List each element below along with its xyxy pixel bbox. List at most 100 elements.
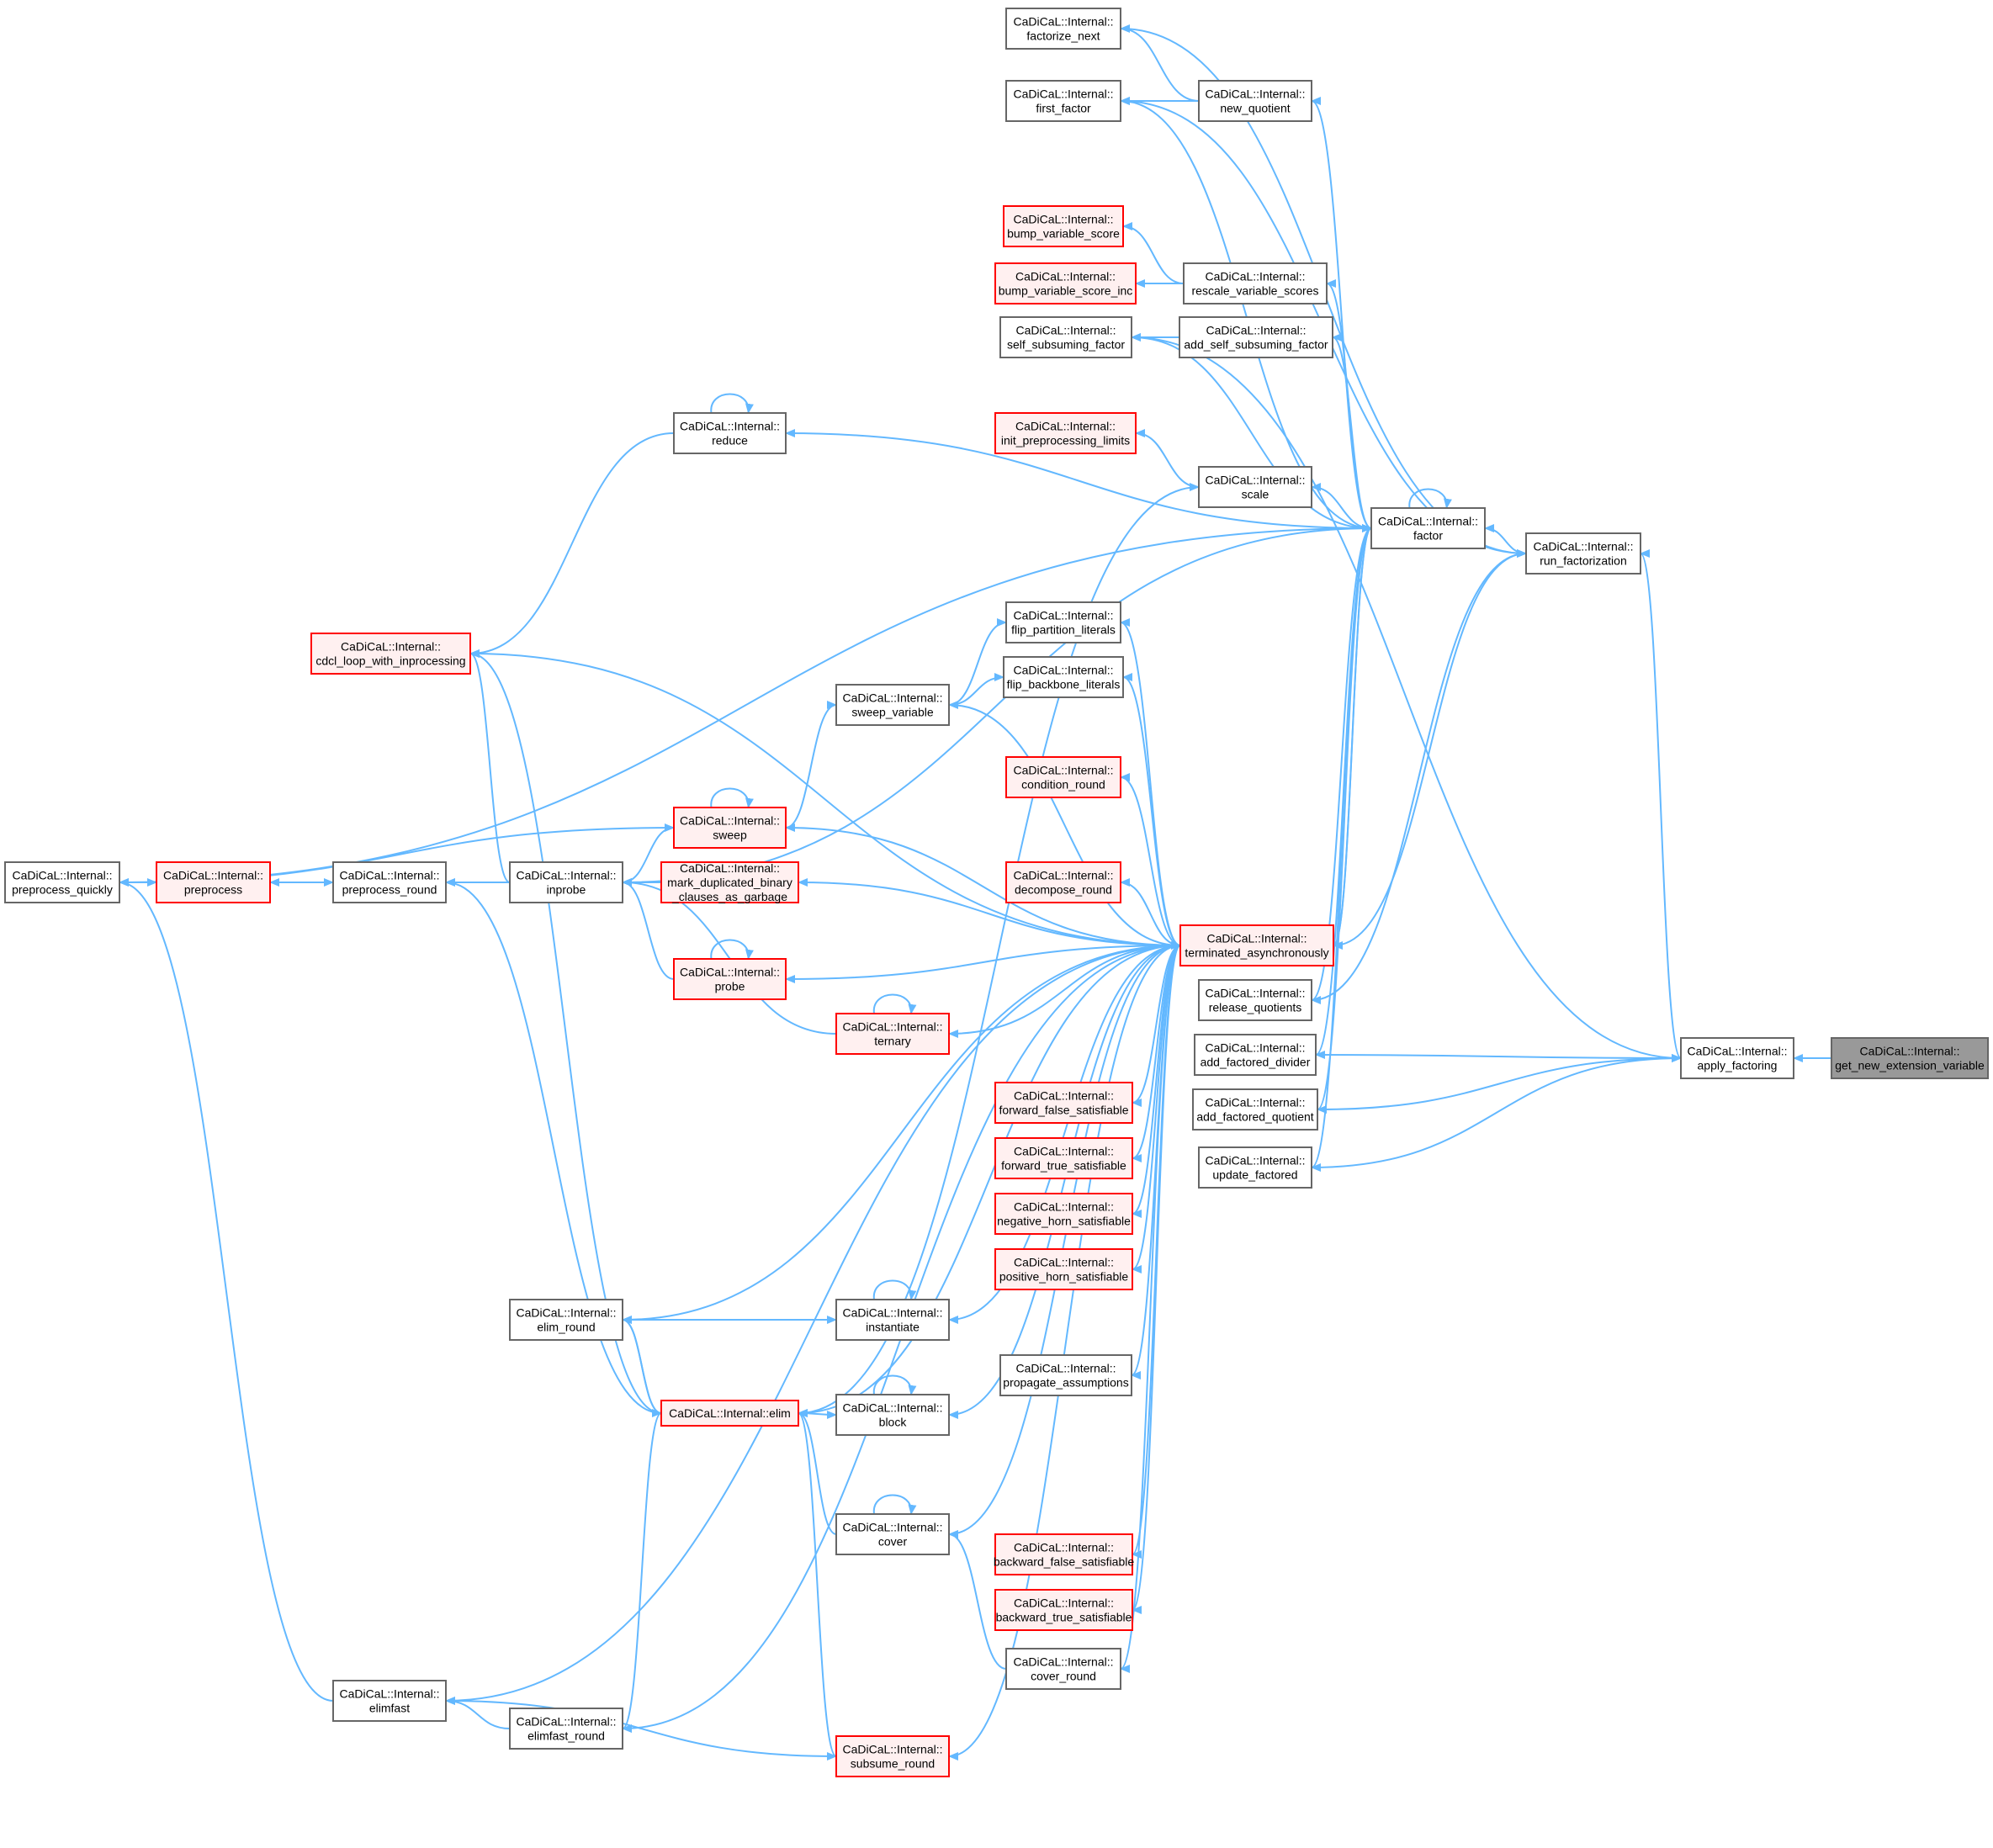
node-rescale-variable-scores[interactable]: CaDiCaL::Internal::rescale_variable_scor… (1183, 262, 1328, 304)
node-label: CaDiCaL::Internal:: (1687, 1045, 1787, 1058)
node-first-factor[interactable]: CaDiCaL::Internal::first_factor (1005, 80, 1121, 122)
node-box (994, 1248, 1133, 1290)
node-box (1005, 861, 1121, 903)
node-init-preprocessing-limits[interactable]: CaDiCaL::Internal::init_preprocessing_li… (994, 412, 1137, 454)
node-label: add_self_subsuming_factor (1184, 338, 1328, 352)
node-elim[interactable]: CaDiCaL::Internal::elim (660, 1400, 799, 1427)
node-box (835, 1513, 950, 1555)
node-forward-false[interactable]: CaDiCaL::Internal::forward_false_satisfi… (994, 1082, 1133, 1124)
edge-release_quotients-to-run_factorization (1311, 549, 1527, 1001)
node-ternary[interactable]: CaDiCaL::Internal::ternary (835, 1013, 950, 1055)
node-release-quotients[interactable]: CaDiCaL::Internal::release_quotients (1198, 979, 1312, 1021)
edge-terminated_async-to-block (948, 945, 1181, 1419)
node-label: backward_true_satisfiable (996, 1611, 1132, 1624)
edge-elim-to-cdcl_loop (469, 649, 662, 1414)
node-elim-round[interactable]: CaDiCaL::Internal::elim_round (509, 1299, 623, 1341)
node-label: CaDiCaL::Internal:: (680, 814, 780, 828)
node-label: add_factored_quotient (1196, 1110, 1313, 1124)
node-backward-false[interactable]: CaDiCaL::Internal::backward_false_satisf… (994, 1533, 1135, 1575)
node-box (994, 1193, 1133, 1235)
node-backward-true[interactable]: CaDiCaL::Internal::backward_true_satisfi… (994, 1589, 1133, 1631)
node-reduce[interactable]: CaDiCaL::Internal::reduce (673, 412, 787, 454)
node-preprocess-round[interactable]: CaDiCaL::Internal::preprocess_round (332, 861, 447, 903)
node-label: update_factored (1212, 1168, 1297, 1182)
node-label: CaDiCaL::Internal:: (1013, 664, 1113, 677)
node-box (332, 1680, 447, 1722)
node-elimfast[interactable]: CaDiCaL::Internal::elimfast (332, 1680, 447, 1722)
node-flip-backbone[interactable]: CaDiCaL::Internal::flip_backbone_literal… (1003, 656, 1124, 698)
node-box (1198, 466, 1312, 508)
node-cdcl-loop[interactable]: CaDiCaL::Internal::cdcl_loop_with_inproc… (310, 633, 471, 675)
node-cover[interactable]: CaDiCaL::Internal::cover (835, 1513, 950, 1555)
node-elimfast-round[interactable]: CaDiCaL::Internal::elimfast_round (509, 1708, 623, 1750)
edge-sweep-to-sweep (710, 787, 754, 808)
edge-block-to-block (872, 1374, 917, 1395)
node-bump-variable-score[interactable]: CaDiCaL::Internal::bump_variable_score (1003, 205, 1124, 247)
node-sweep[interactable]: CaDiCaL::Internal::sweep (673, 807, 787, 849)
node-inprobe[interactable]: CaDiCaL::Internal::inprobe (509, 861, 623, 903)
node-label: self_subsuming_factor (1007, 338, 1125, 352)
node-label: CaDiCaL::Internal:: (1205, 987, 1305, 1000)
node-forward-true[interactable]: CaDiCaL::Internal::forward_true_satisfia… (994, 1137, 1133, 1179)
node-probe[interactable]: CaDiCaL::Internal::probe (673, 958, 787, 1000)
node-label: CaDiCaL::Internal:: (1014, 1089, 1114, 1103)
node-box (1831, 1037, 1989, 1079)
node-label: condition_round (1021, 778, 1105, 792)
node-box (994, 1082, 1133, 1124)
edge-terminated_async-to-backward_true (1132, 945, 1181, 1614)
edge-add_factored_divider-to-apply_factoring (1315, 1053, 1682, 1062)
node-label: CaDiCaL::Internal:: (842, 1020, 942, 1034)
node-propagate-assumptions[interactable]: CaDiCaL::Internal::propagate_assumptions (999, 1354, 1132, 1396)
node-get-new-extension-variable[interactable]: CaDiCaL::Internal::get_new_extension_var… (1831, 1037, 1989, 1079)
node-preprocess[interactable]: CaDiCaL::Internal::preprocess (156, 861, 271, 903)
node-box (1179, 316, 1333, 358)
edge-update_factored-to-apply_factoring (1311, 1054, 1682, 1168)
node-add-factored-quotient[interactable]: CaDiCaL::Internal::add_factored_quotient (1192, 1088, 1318, 1131)
node-box (1370, 507, 1486, 549)
node-scale[interactable]: CaDiCaL::Internal::scale (1198, 466, 1312, 508)
node-label: CaDiCaL::Internal:: (1015, 1362, 1116, 1375)
node-label: bump_variable_score_inc (999, 284, 1133, 298)
node-add-factored-divider[interactable]: CaDiCaL::Internal::add_factored_divider (1194, 1034, 1317, 1076)
node-subsume-round[interactable]: CaDiCaL::Internal::subsume_round (835, 1735, 950, 1777)
node-instantiate[interactable]: CaDiCaL::Internal::instantiate (835, 1299, 950, 1341)
node-block[interactable]: CaDiCaL::Internal::block (835, 1394, 950, 1436)
node-negative-horn[interactable]: CaDiCaL::Internal::negative_horn_satisfi… (994, 1193, 1133, 1235)
node-label: preprocess (184, 883, 242, 897)
edge-terminated_async-to-backward_false (1132, 945, 1181, 1559)
edge-rescale_variable_scores-to-bump_variable_score (1122, 222, 1185, 284)
node-label: CaDiCaL::Internal:: (1014, 1145, 1114, 1158)
edge-ternary-to-ternary (872, 993, 917, 1014)
node-add-self-subsuming-factor[interactable]: CaDiCaL::Internal::add_self_subsuming_fa… (1179, 316, 1333, 358)
node-run-factorization[interactable]: CaDiCaL::Internal::run_factorization (1525, 532, 1641, 575)
node-label: CaDiCaL::Internal:: (1533, 540, 1633, 553)
node-label: elim_round (537, 1321, 595, 1334)
node-label: probe (715, 980, 745, 993)
edge-elimfast-to-subsume_round (445, 1700, 837, 1761)
node-box (1198, 80, 1312, 122)
edge-factor-to-release_quotients (1311, 527, 1372, 1004)
node-sweep-variable[interactable]: CaDiCaL::Internal::sweep_variable (835, 684, 950, 726)
node-positive-horn[interactable]: CaDiCaL::Internal::positive_horn_satisfi… (994, 1248, 1133, 1290)
node-bump-variable-score-inc[interactable]: CaDiCaL::Internal::bump_variable_score_i… (994, 262, 1137, 304)
node-factorize-next[interactable]: CaDiCaL::Internal::factorize_next (1005, 8, 1121, 50)
node-update-factored[interactable]: CaDiCaL::Internal::update_factored (1198, 1146, 1312, 1189)
node-decompose-round[interactable]: CaDiCaL::Internal::decompose_round (1005, 861, 1121, 903)
node-label: negative_horn_satisfiable (997, 1215, 1131, 1228)
node-flip-partition[interactable]: CaDiCaL::Internal::flip_partition_litera… (1005, 601, 1121, 643)
node-apply-factoring[interactable]: CaDiCaL::Internal::apply_factoring (1680, 1037, 1794, 1079)
node-terminated-async[interactable]: CaDiCaL::Internal::terminated_asynchrono… (1179, 924, 1334, 966)
node-preprocess-quickly[interactable]: CaDiCaL::Internal::preprocess_quickly (4, 861, 120, 903)
edge-factor-to-new_quotient (1311, 97, 1372, 529)
edge-terminated_async-to-ternary (948, 945, 1181, 1038)
node-cover-round[interactable]: CaDiCaL::Internal::cover_round (1005, 1648, 1121, 1690)
node-self-subsuming-factor[interactable]: CaDiCaL::Internal::self_subsuming_factor (999, 316, 1132, 358)
node-new-quotient[interactable]: CaDiCaL::Internal::new_quotient (1198, 80, 1312, 122)
node-condition-round[interactable]: CaDiCaL::Internal::condition_round (1005, 756, 1121, 798)
edge-factor-to-update_factored (1311, 527, 1372, 1172)
node-factor[interactable]: CaDiCaL::Internal::factor (1370, 507, 1486, 549)
edge-reduce-to-reduce (710, 393, 754, 414)
node-mark-duplicated[interactable]: CaDiCaL::Internal::mark_duplicated_binar… (660, 861, 799, 903)
node-box (999, 316, 1132, 358)
